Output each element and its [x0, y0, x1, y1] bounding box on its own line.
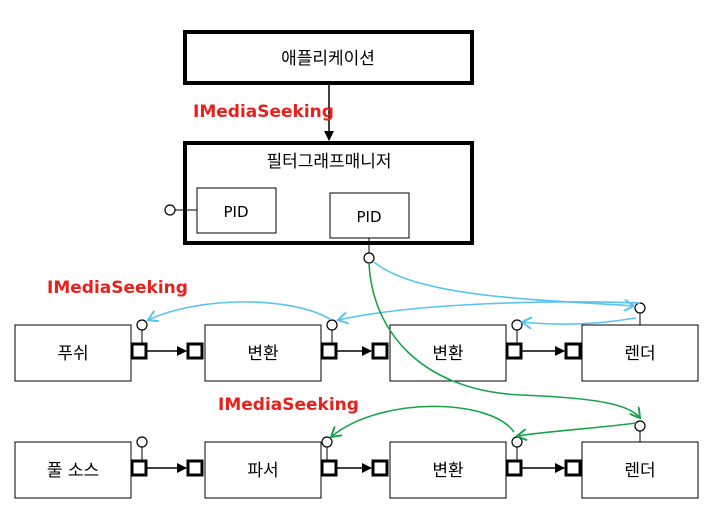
lollipop-icon — [511, 319, 523, 331]
interface-label-bottom: IMediaSeeking — [218, 395, 359, 415]
push-source-label: 푸쉬 — [57, 344, 88, 364]
pin-in — [371, 459, 389, 477]
push-source-box — [14, 324, 132, 382]
pull-transform-label: 변환 — [432, 461, 463, 481]
lollipop-icon — [136, 319, 148, 331]
push-transform1-box — [204, 324, 322, 382]
lollipop-icon — [326, 319, 338, 331]
lollipop-icon — [511, 436, 523, 448]
push-transform2-label: 변환 — [432, 344, 463, 364]
application-label: 애플리케이션 — [281, 49, 375, 69]
interface-label-middle: IMediaSeeking — [47, 278, 188, 298]
push-seek-arrow — [338, 301, 641, 320]
pin-in — [186, 459, 204, 477]
pull-parser-box — [204, 441, 322, 499]
lollipop-icon — [634, 420, 646, 432]
push-seek-arrow — [522, 318, 637, 324]
pin-out — [505, 459, 523, 477]
pull-renderer-box — [581, 441, 699, 499]
pin-in — [186, 342, 204, 360]
pull-seek-arrow — [331, 405, 515, 437]
pid-left-box — [196, 187, 277, 234]
pull-source-label: 풀 소스 — [47, 461, 99, 481]
pin-out — [130, 342, 148, 360]
pull-source-box — [14, 441, 132, 499]
pull-renderer-label: 렌더 — [624, 461, 655, 481]
pin-in — [564, 459, 582, 477]
pull-transform-box — [389, 441, 507, 499]
pin-in — [371, 342, 389, 360]
fgm-bottom-lollipop — [363, 252, 375, 264]
pull-parser-label: 파서 — [247, 461, 278, 481]
pid-right-box — [329, 192, 410, 239]
interface-label-top: IMediaSeeking — [193, 102, 334, 122]
pin-out — [505, 342, 523, 360]
filter-graph-manager-label: 필터그래프매니저 — [266, 152, 391, 172]
pin-out — [320, 342, 338, 360]
pin-in — [564, 342, 582, 360]
pin-out — [320, 459, 338, 477]
push-seek-arrow — [148, 301, 331, 320]
pin-out — [130, 459, 148, 477]
lollipop-icon — [321, 436, 333, 448]
push-renderer-label: 렌더 — [624, 344, 655, 364]
pull-seek-arrow — [368, 262, 640, 418]
push-transform1-label: 변환 — [247, 344, 278, 364]
push-renderer-box — [581, 324, 699, 382]
application-box — [183, 30, 474, 85]
push-seek-arrow — [373, 261, 634, 306]
lollipop-icon — [634, 302, 646, 314]
pid-right-label: PID — [356, 208, 381, 226]
lollipop-icon — [136, 436, 148, 448]
fgm-left-lollipop — [164, 204, 176, 216]
pid-left-label: PID — [223, 203, 248, 221]
pull-seek-arrow — [517, 422, 637, 436]
